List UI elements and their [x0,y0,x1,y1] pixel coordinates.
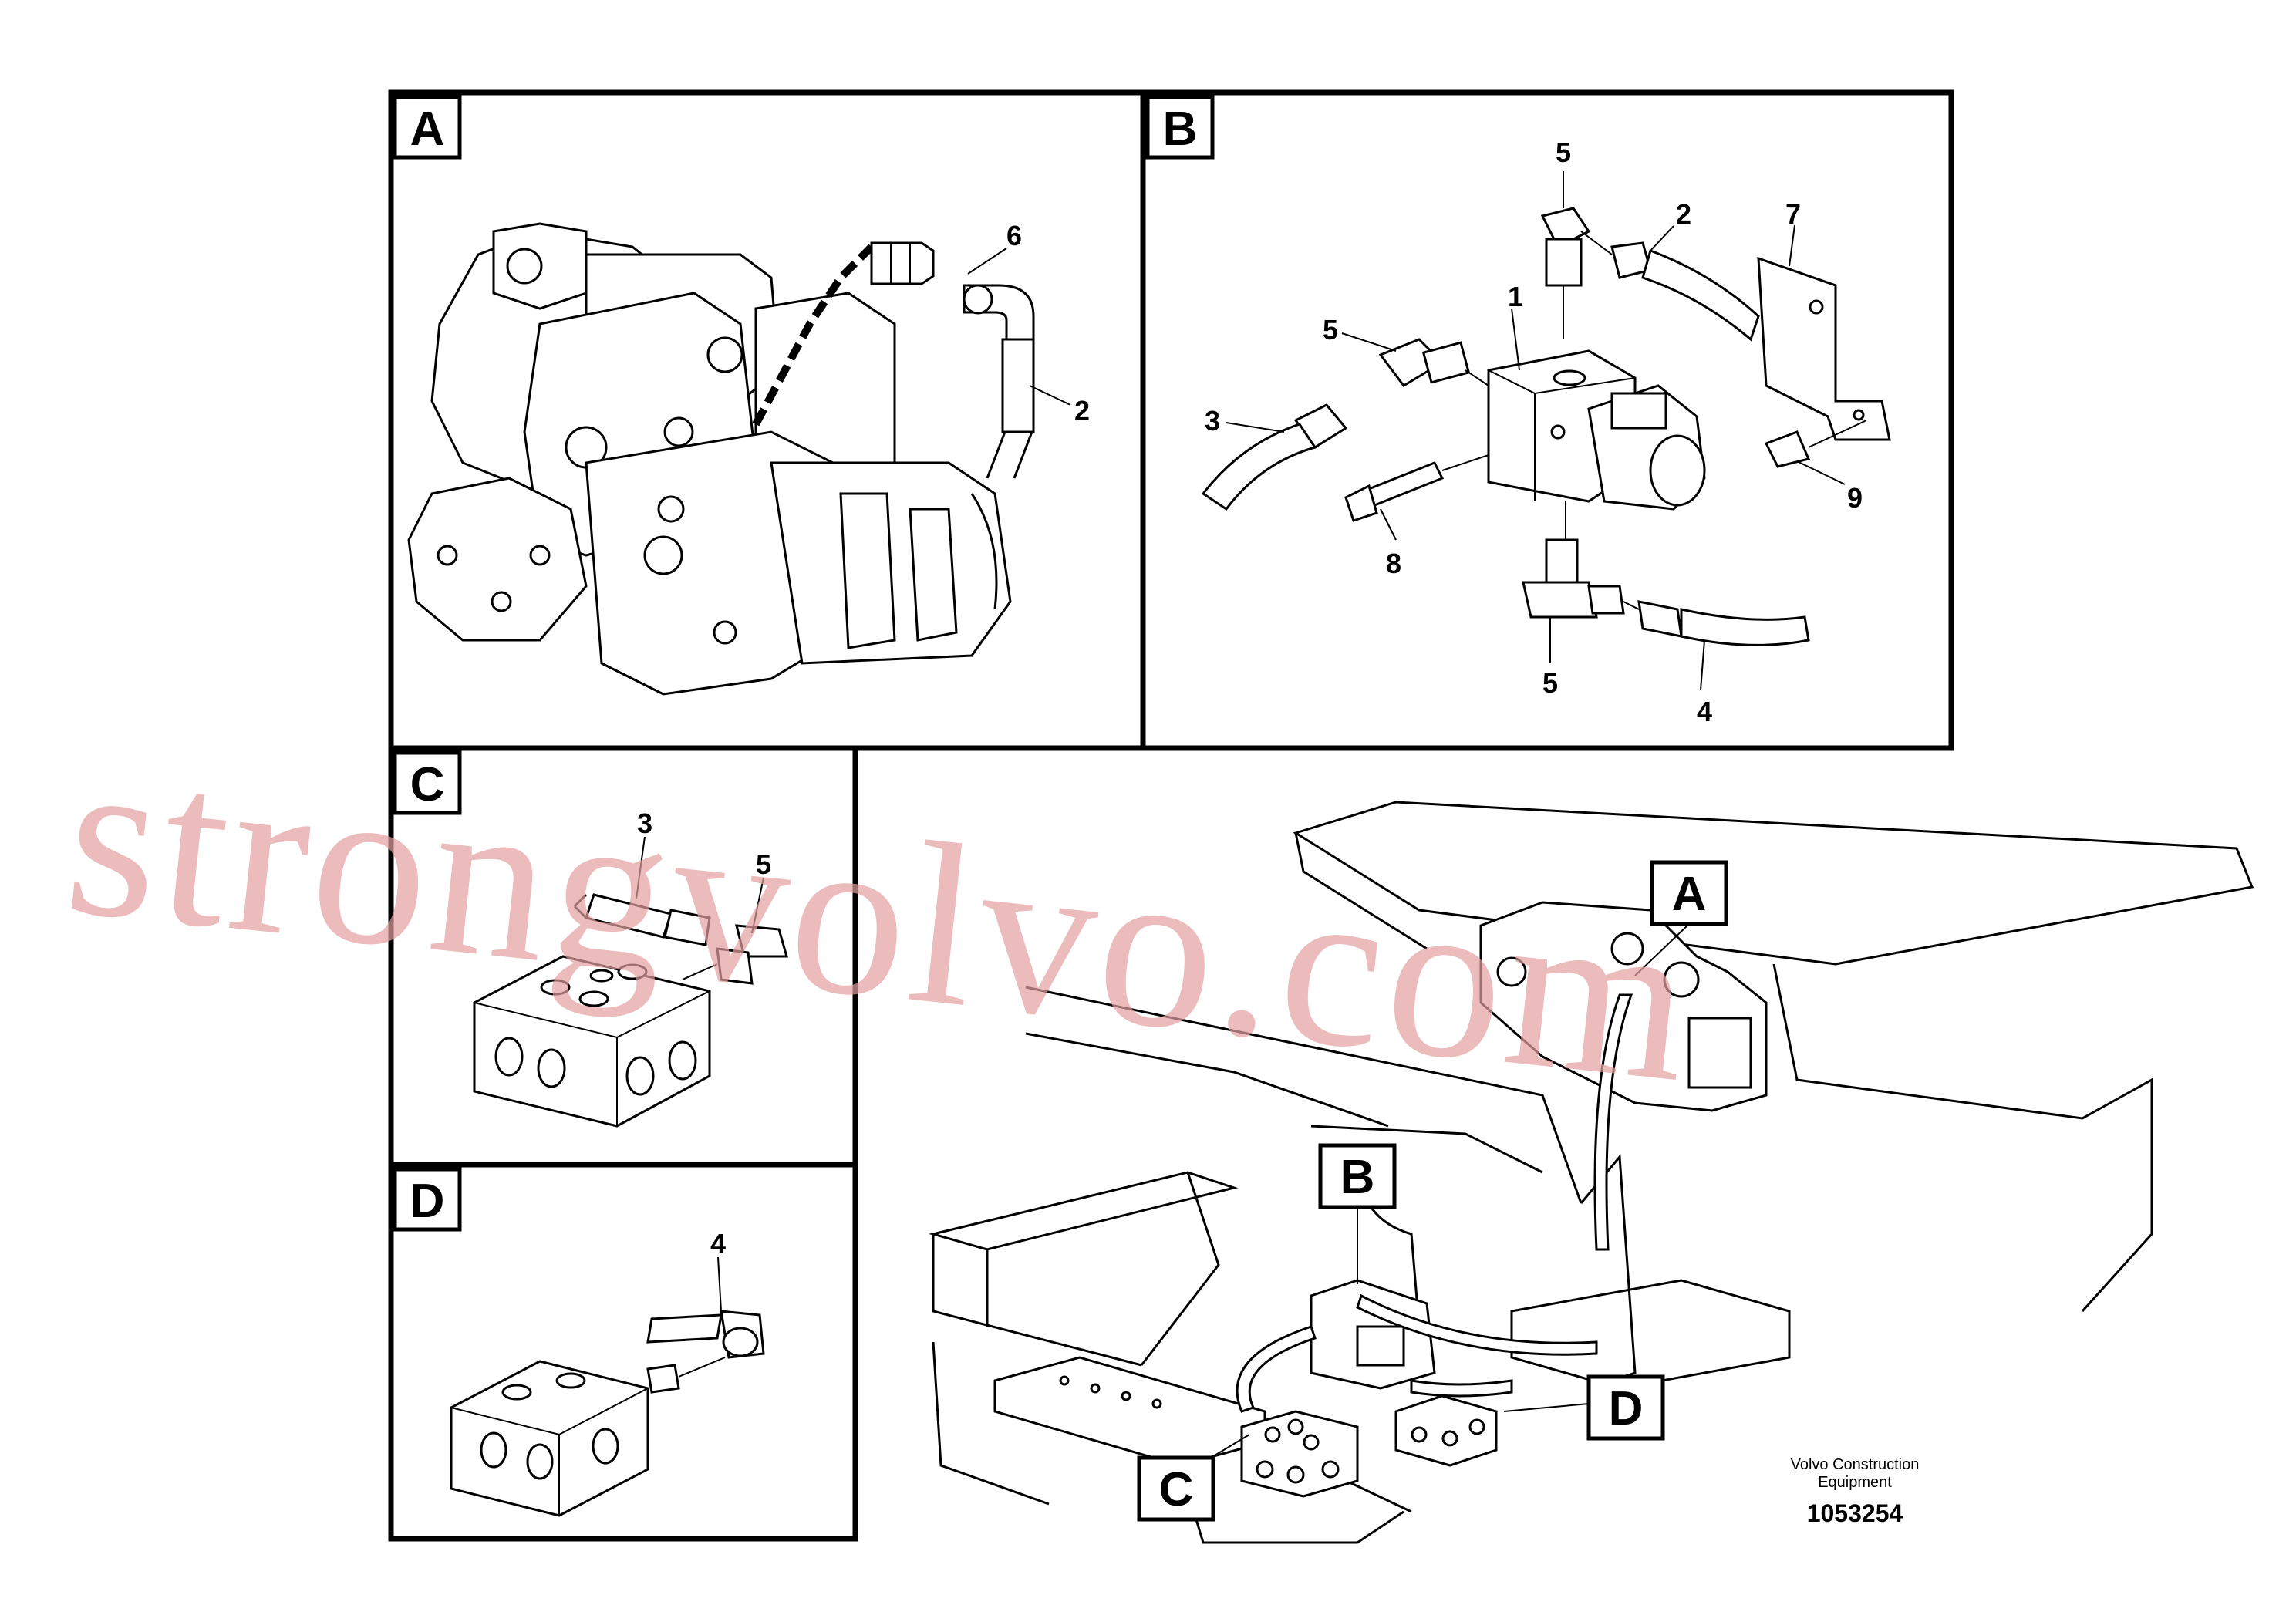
callout-a-6: 6 [1006,220,1022,251]
panel-a-label-box [393,95,462,160]
callout-b-5-bottom: 5 [1542,667,1558,699]
manifold-block-c-drawing [473,836,788,1128]
watermark-text: strongvolvo.com [56,705,1705,1131]
brand-line-2: Equipment [1818,1474,1892,1491]
callout-b-1: 1 [1508,281,1523,312]
callout-b-9: 9 [1847,482,1863,514]
overview-drawing [929,801,2254,1544]
panel-a-label: A [410,103,445,156]
overview-tag-d-label: D [1609,1382,1644,1435]
callout-b-4: 4 [1697,696,1712,727]
callout-b-2: 2 [1676,198,1691,230]
callout-c-3: 3 [637,808,652,839]
pump-assembly-drawing [407,222,1071,696]
callout-b-7: 7 [1785,198,1801,230]
panel-d: D 4 [388,1162,858,1542]
panel-c-label-box [393,750,462,815]
callout-d-4: 4 [710,1228,726,1259]
panel-b-frame [1140,89,1954,751]
overview-tag-d: D [1586,1374,1665,1441]
overview-tag-c: C [1137,1455,1215,1522]
overview-tag-b-label: B [1340,1151,1375,1204]
manifold-block-d-drawing [450,1256,765,1517]
overview-tag-c-label: C [1159,1463,1194,1516]
callout-c-5: 5 [756,848,771,880]
callout-b-5-top: 5 [1556,137,1571,168]
panel-d-label-box [393,1167,462,1232]
callout-b-8: 8 [1386,548,1401,579]
panel-c: C 3 5 [388,745,858,1168]
callout-b-3: 3 [1205,405,1220,437]
panel-b-label-box [1145,95,1215,160]
valve-assembly-drawing [1201,171,1891,691]
panel-b: B [1140,89,1954,751]
panel-d-label: D [410,1175,445,1228]
overview-tag-b: B [1318,1143,1397,1209]
panel-c-label: C [410,758,445,811]
callout-b-5-left: 5 [1323,314,1338,346]
panel-a: A [388,89,1146,751]
callout-a-2: 2 [1074,395,1090,427]
footer: Volvo Construction Equipment 1053254 [1791,1456,1920,1527]
panel-b-label: B [1163,103,1198,156]
brand-line-1: Volvo Construction [1791,1456,1920,1473]
overview-tag-a: A [1650,860,1728,926]
overview-tag-a-label: A [1672,868,1707,921]
panel-d-frame [388,1162,858,1542]
drawing-number: 1053254 [1807,1499,1903,1527]
